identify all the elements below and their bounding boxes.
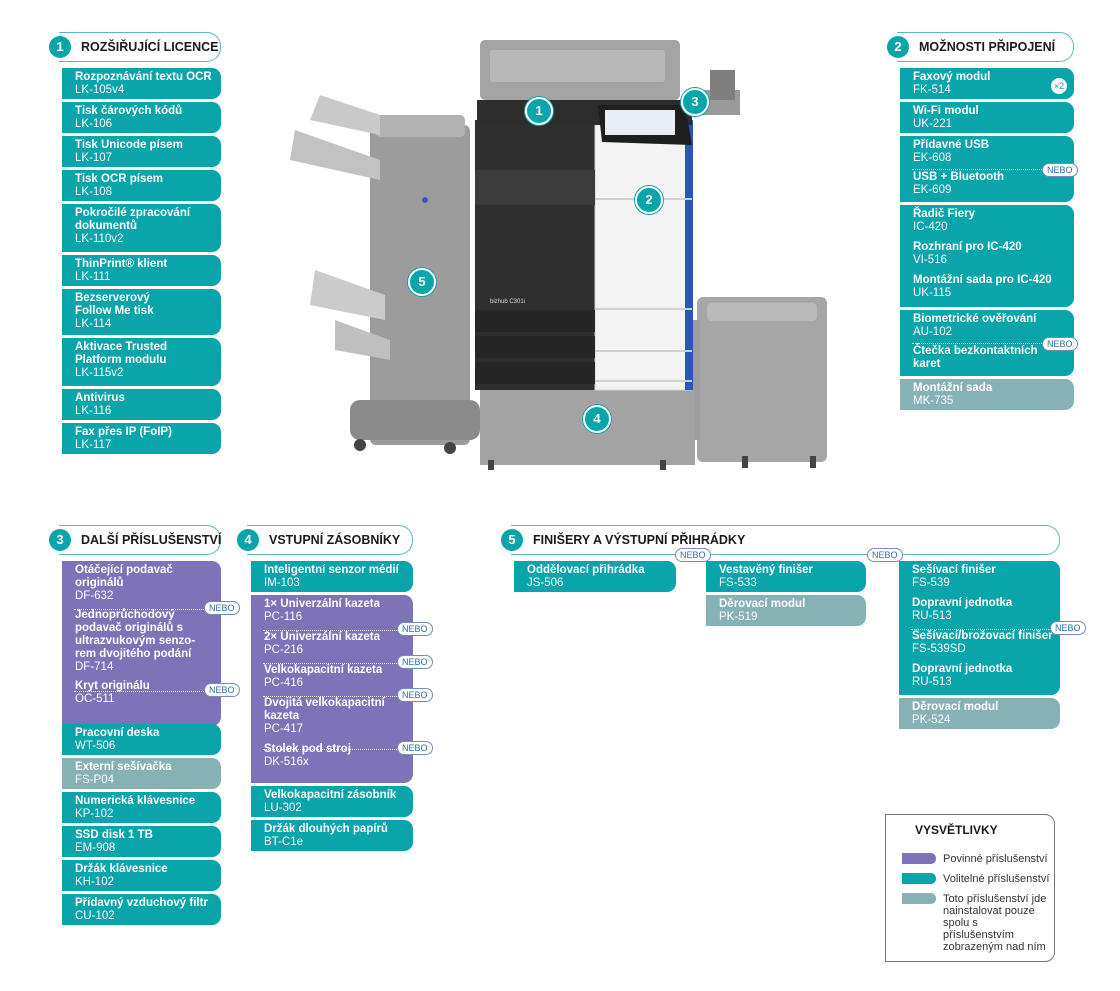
- section-header-licence: 1 ROZŠIŘUJÍCÍ LICENCE: [49, 32, 221, 62]
- legend-title: VYSVĚTLIVKY: [915, 823, 998, 837]
- marker-licence: 1: [525, 97, 553, 125]
- legend-label: Volitelné příslušenství: [943, 873, 1050, 885]
- or-divider: [263, 696, 397, 697]
- nebo-badge: NEBO: [397, 622, 433, 636]
- section-number: 2: [887, 36, 909, 58]
- nebo-badge: NEBO: [675, 548, 711, 562]
- section-header-finisher: 5 FINIŠERY A VÝSTUPNÍ PŘIHRÁDKY: [501, 525, 1060, 555]
- nebo-badge: NEBO: [1050, 621, 1086, 635]
- section-title: DALŠÍ PŘÍSLUŠENSTVÍ: [81, 533, 222, 547]
- legend: VYSVĚTLIVKY Povinné příslušenství Volite…: [885, 814, 1055, 962]
- nebo-badge: NEBO: [1042, 337, 1078, 351]
- legend-swatch-required: [902, 853, 936, 864]
- section-title: VSTUPNÍ ZÁSOBNÍKY: [269, 533, 401, 547]
- nebo-badge: NEBO: [204, 683, 240, 697]
- or-divider: [912, 343, 1044, 344]
- marker-input: 4: [583, 405, 611, 433]
- marker-other: 3: [681, 88, 709, 116]
- marker-finisher: 5: [408, 268, 436, 296]
- or-divider: [263, 749, 397, 750]
- section-title: MOŽNOSTI PŘIPOJENÍ: [919, 40, 1056, 54]
- section-header-other: 3 DALŠÍ PŘÍSLUŠENSTVÍ: [49, 525, 222, 555]
- or-divider: [74, 691, 206, 692]
- printer-brand-label: bizhub C301i: [490, 299, 525, 305]
- marker-connect: 2: [635, 186, 663, 214]
- legend-swatch-optional: [902, 873, 936, 884]
- or-divider: [74, 609, 206, 610]
- legend-swatch-dependent: [902, 893, 936, 904]
- legend-label: Povinné příslušenství: [943, 853, 1048, 865]
- nebo-badge: NEBO: [397, 655, 433, 669]
- quantity-badge: ×2: [1050, 77, 1068, 95]
- nebo-badge: NEBO: [204, 601, 240, 615]
- legend-label: Toto příslušenství jde nainstalovat pouz…: [943, 893, 1047, 953]
- section-number: 4: [237, 529, 259, 551]
- or-divider: [263, 630, 397, 631]
- section-header-input: 4 VSTUPNÍ ZÁSOBNÍKY: [237, 525, 413, 555]
- section-header-connect: 2 MOŽNOSTI PŘIPOJENÍ: [887, 32, 1074, 62]
- nebo-badge: NEBO: [867, 548, 903, 562]
- section-number: 3: [49, 529, 71, 551]
- licence-item: Fax přes IP (FoIP)LK-117: [62, 423, 221, 454]
- nebo-badge: NEBO: [397, 688, 433, 702]
- section-title: FINIŠERY A VÝSTUPNÍ PŘIHRÁDKY: [533, 533, 746, 547]
- section-number: 1: [49, 36, 71, 58]
- printer-illustration: bizhub C301i: [290, 40, 827, 470]
- nebo-badge: NEBO: [397, 741, 433, 755]
- nebo-badge: NEBO: [1042, 163, 1078, 177]
- or-divider: [263, 663, 397, 664]
- section-number: 5: [501, 529, 523, 551]
- or-divider: [911, 629, 1051, 630]
- or-divider: [912, 169, 1044, 170]
- section-title: ROZŠIŘUJÍCÍ LICENCE: [81, 40, 219, 54]
